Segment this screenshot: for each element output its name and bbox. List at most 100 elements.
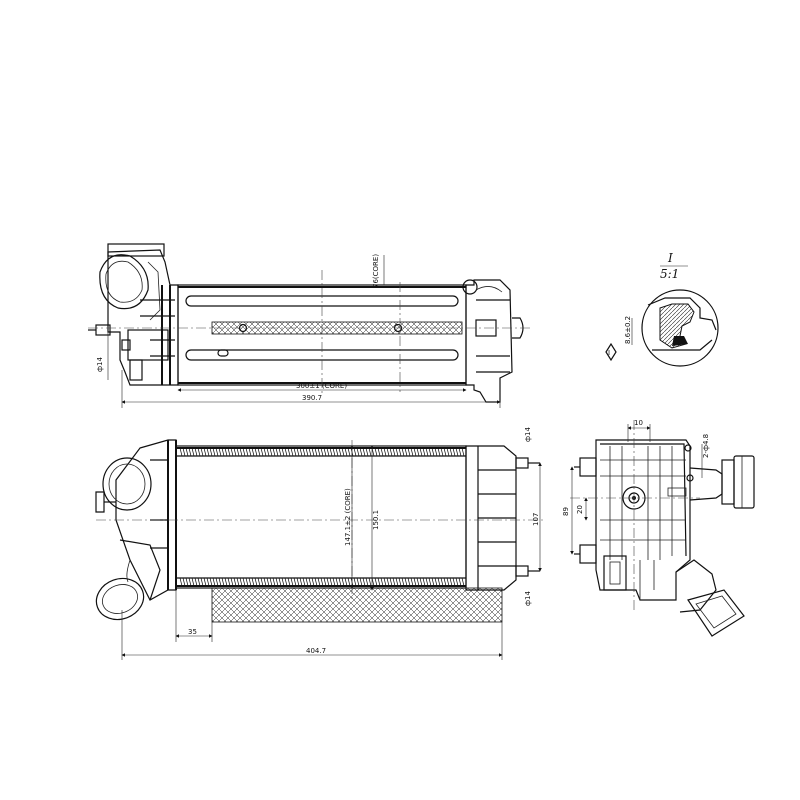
core-fin	[182, 447, 186, 457]
core-fin	[341, 447, 345, 457]
front-left-tank	[95, 439, 177, 621]
core-fin	[332, 447, 336, 457]
core-fin	[185, 577, 189, 587]
core-fin	[245, 447, 249, 457]
core-fin	[272, 577, 276, 587]
core-fin	[326, 447, 330, 457]
core-fin	[323, 577, 327, 587]
core-fin	[437, 577, 441, 587]
core-fin	[458, 447, 462, 457]
core-fin	[428, 447, 432, 457]
front-right-tank	[465, 445, 540, 591]
core-fin	[452, 577, 456, 587]
core-fin	[425, 577, 429, 587]
core-fin	[413, 447, 417, 457]
core-fin	[329, 577, 333, 587]
core-fin	[191, 577, 195, 587]
core-fin	[188, 577, 192, 587]
core-fin	[230, 447, 234, 457]
core-fin	[383, 447, 387, 457]
core-fin	[227, 447, 231, 457]
core-fin	[200, 577, 204, 587]
core-fin	[185, 447, 189, 457]
core-fin	[431, 447, 435, 457]
core-fin	[242, 447, 246, 457]
core-fin	[416, 447, 420, 457]
core-fin	[443, 577, 447, 587]
core-fin	[239, 577, 243, 587]
core-fin	[194, 577, 198, 587]
core-fin	[242, 577, 246, 587]
core-fin	[401, 577, 405, 587]
core-fin	[323, 447, 327, 457]
top-dimensions: 76(CORE) 300±1 (CORE) 390.7 ф14	[96, 254, 501, 408]
core-fin	[353, 447, 357, 457]
core-fin	[392, 447, 396, 457]
dim-overall-length: 390.7	[302, 394, 322, 402]
core-fin	[215, 447, 219, 457]
core-fin	[248, 577, 252, 587]
core-fin	[461, 447, 465, 457]
core-fin	[440, 577, 444, 587]
core-fin	[356, 447, 360, 457]
core-fin	[335, 447, 339, 457]
core-fin	[251, 447, 255, 457]
core-fin	[182, 577, 186, 587]
core-fin	[386, 577, 390, 587]
core-fin	[347, 447, 351, 457]
core-fin	[308, 577, 312, 587]
core-fin	[200, 447, 204, 457]
core-fin	[344, 577, 348, 587]
core-fin	[254, 577, 258, 587]
core-fin	[401, 447, 405, 457]
core-fin	[278, 577, 282, 587]
core-fin	[284, 577, 288, 587]
core-fin	[455, 447, 459, 457]
core-fin	[293, 577, 297, 587]
dim-front-offset: 35	[188, 628, 197, 636]
core-fin	[239, 447, 243, 457]
core-fin	[368, 447, 372, 457]
core-fin	[320, 577, 324, 587]
core-fin	[437, 447, 441, 457]
core-fin	[368, 577, 372, 587]
core-fin	[440, 447, 444, 457]
core-fin	[311, 447, 315, 457]
core-fin	[197, 447, 201, 457]
core-fin	[458, 577, 462, 587]
dim-side-width: 10	[634, 419, 643, 427]
core-fin	[422, 577, 426, 587]
core-fin	[332, 577, 336, 587]
core-fin	[272, 447, 276, 457]
dim-front-core-height: 147.1±2 (CORE)	[344, 488, 352, 546]
core-fin	[407, 577, 411, 587]
core-fin	[287, 577, 291, 587]
core-fin	[302, 447, 306, 457]
core-fin	[305, 447, 309, 457]
core-fin	[290, 577, 294, 587]
core-fin	[425, 447, 429, 457]
core-fin	[203, 577, 207, 587]
core-fin	[278, 447, 282, 457]
core-fin	[245, 577, 249, 587]
core-fin	[434, 577, 438, 587]
core-fin	[230, 577, 234, 587]
side-view: 10 2-ф4.8 89 20	[562, 419, 755, 637]
core-fin	[302, 577, 306, 587]
dim-pin-diameter: ф14	[96, 357, 104, 372]
core-fin	[317, 577, 321, 587]
core-fin	[392, 577, 396, 587]
core-fin	[353, 577, 357, 587]
core-fin	[179, 447, 183, 457]
core-fin	[209, 447, 213, 457]
core-fin	[365, 447, 369, 457]
core-fin	[410, 577, 414, 587]
core-fin	[359, 447, 363, 457]
core-fin	[299, 577, 303, 587]
front-view: 147.1±2 (CORE) 150.1 35 404.7 107 ф14 ф1…	[95, 427, 545, 660]
dim-side-height: 89	[562, 507, 570, 516]
front-dimensions: 147.1±2 (CORE) 150.1 35 404.7 107 ф14 ф1…	[121, 427, 542, 660]
core-fin	[362, 577, 366, 587]
core-fin	[203, 447, 207, 457]
